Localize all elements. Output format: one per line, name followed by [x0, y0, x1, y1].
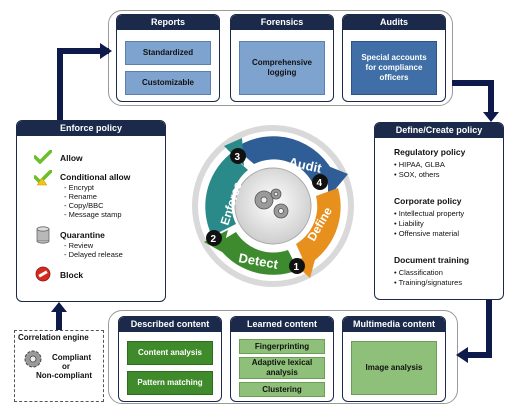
step-badge-2: 2	[211, 234, 217, 245]
flow-arrowhead-bottom-left	[51, 302, 67, 312]
cycle-outer-ring	[192, 125, 354, 287]
conditional-item-rename: - Rename	[64, 192, 97, 201]
learned-adaptive-lexical: Adaptive lexical analysis	[239, 357, 325, 379]
reports-standardized: Standardized	[125, 41, 211, 65]
enforce-policy-title: Enforce policy	[17, 121, 165, 136]
correlation-compliant: Compliant	[52, 353, 92, 362]
conditional-allow-label: Conditional allow	[60, 172, 131, 182]
document-training-heading: Document training	[394, 255, 470, 265]
corporate-item-offensive: • Offensive material	[394, 229, 460, 238]
learned-clustering: Clustering	[239, 382, 325, 397]
conditional-item-copy: - Copy/BBC	[64, 201, 104, 210]
flow-arrowhead-top-right	[483, 112, 499, 122]
correlation-engine-title: Correlation engine	[18, 333, 89, 342]
described-content-analysis: Content analysis	[127, 341, 213, 365]
conditional-item-stamp: - Message stamp	[64, 210, 122, 219]
audit-segment	[235, 136, 336, 186]
define-segment	[296, 188, 341, 266]
correlation-engine-box	[14, 330, 104, 402]
described-pattern-matching: Pattern matching	[127, 371, 213, 395]
multimedia-content-title: Multimedia content	[343, 317, 445, 332]
step-badge-3: 3	[235, 152, 241, 163]
detect-segment	[216, 232, 298, 275]
step-badge-1: 1	[294, 262, 300, 273]
quarantine-label: Quarantine	[60, 230, 105, 240]
flow-arrow-top-right-horizontal	[452, 80, 494, 86]
define-policy-panel: Define/Create policy	[374, 122, 504, 300]
reports-title: Reports	[117, 15, 219, 30]
forensics-panel: Forensics Comprehensive logging	[230, 14, 334, 102]
forensics-title: Forensics	[231, 15, 333, 30]
conditional-item-encrypt: - Encrypt	[64, 183, 95, 192]
corporate-policy-heading: Corporate policy	[394, 196, 462, 206]
cycle-label-audit: Audit	[287, 154, 323, 176]
cycle-label-detect: Detect	[237, 250, 279, 272]
regulatory-item-sox: • SOX, others	[394, 170, 440, 179]
described-content-title: Described content	[119, 317, 221, 332]
audits-title: Audits	[343, 15, 445, 30]
forensics-comprehensive-logging: Comprehensive logging	[239, 41, 325, 95]
corporate-item-liability: • Liability	[394, 219, 424, 228]
training-item-classification: • Classification	[394, 268, 443, 277]
described-content-panel: Described content Content analysis Patte…	[118, 316, 222, 402]
flow-arrowhead-top-left	[100, 43, 112, 59]
learned-content-panel: Learned content Fingerprinting Adaptive …	[230, 316, 334, 402]
multimedia-content-panel: Multimedia content Image analysis	[342, 316, 446, 402]
audits-panel: Audits Special accounts for compliance o…	[342, 14, 446, 102]
define-policy-title: Define/Create policy	[375, 123, 503, 138]
step-badge-4: 4	[317, 178, 323, 189]
flow-arrow-bottom-right-vertical	[486, 300, 492, 358]
block-icon	[35, 266, 51, 282]
correlation-or: or	[62, 362, 70, 371]
flow-arrow-bottom-left-vertical	[56, 312, 62, 334]
quarantine-item-review: - Review	[64, 241, 94, 250]
quarantine-cylinder-icon	[36, 226, 50, 244]
cycle-hub	[234, 167, 312, 245]
multimedia-image-analysis: Image analysis	[351, 341, 437, 395]
enforce-segment	[205, 154, 248, 236]
checkmark-icon	[34, 150, 52, 164]
training-item-signatures: • Training/signatures	[394, 278, 463, 287]
gears-icon	[254, 188, 289, 219]
regulatory-item-hipaa: • HIPAA, GLBA	[394, 160, 445, 169]
flow-arrow-top-left-horizontal	[57, 48, 109, 54]
conditional-check-icon	[34, 170, 52, 186]
audits-special-accounts: Special accounts for compliance officers	[351, 41, 437, 95]
enforce-policy-panel: Enforce policy	[16, 120, 166, 302]
quarantine-item-delayed: - Delayed release	[64, 250, 123, 259]
corporate-item-ip: • Intellectual property	[394, 209, 465, 218]
flow-arrow-top-right-vertical	[488, 80, 494, 116]
learned-fingerprinting: Fingerprinting	[239, 339, 325, 354]
flow-arrowhead-bottom-right	[456, 347, 468, 363]
gear-icon	[24, 350, 42, 368]
flow-arrow-top-left-vertical	[57, 48, 63, 120]
regulatory-policy-heading: Regulatory policy	[394, 147, 466, 157]
correlation-non-compliant: Non-compliant	[36, 371, 92, 380]
block-label: Block	[60, 270, 84, 280]
reports-panel: Reports Standardized Customizable	[116, 14, 220, 102]
reports-customizable: Customizable	[125, 71, 211, 95]
learned-content-title: Learned content	[231, 317, 333, 332]
allow-label: Allow	[60, 153, 83, 163]
policy-cycle-diagram: Audit Define Detect Enforce 1 2 3 4	[192, 125, 354, 287]
flow-arrow-bottom-right-horizontal	[466, 352, 492, 358]
